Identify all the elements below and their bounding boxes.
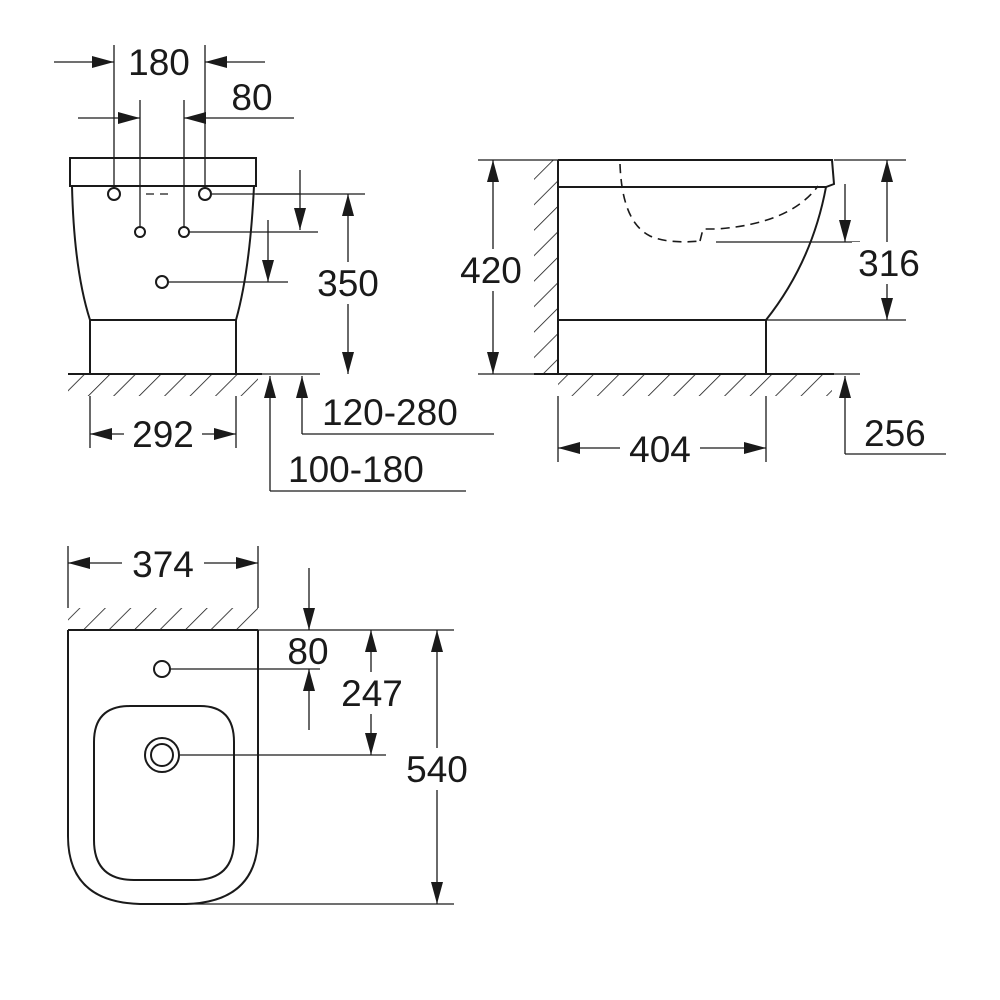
dim-420-label: 420 <box>460 250 522 291</box>
dimension-420: 420 <box>455 159 558 375</box>
dim-404-label: 404 <box>629 429 691 470</box>
dimension-256: 256 <box>834 373 946 455</box>
top-wall-hatching <box>68 608 258 631</box>
dim-247-label: 247 <box>341 673 403 714</box>
dim-80-top-label: 80 <box>287 631 328 672</box>
dimension-404: 404 <box>557 396 767 470</box>
floor-hatching <box>68 373 262 396</box>
dim-292-label: 292 <box>132 414 194 455</box>
side-floor-hatching <box>534 373 834 396</box>
dimension-80-top: 80 <box>170 568 454 730</box>
dim-256-label: 256 <box>864 413 926 454</box>
dim-350-label: 350 <box>317 263 379 304</box>
front-connection-points <box>107 187 212 289</box>
dim-374-label: 374 <box>132 544 194 585</box>
dimension-350: 350 <box>256 193 386 374</box>
dim-80-front-label: 80 <box>231 77 272 118</box>
bidet-top-outline <box>67 630 259 905</box>
dim-316-label: 316 <box>858 243 920 284</box>
dim-540-label: 540 <box>406 749 468 790</box>
dimension-80-front: 80 <box>78 77 294 228</box>
dimension-247: 247 <box>180 630 410 756</box>
dimension-316: 316 <box>716 159 928 321</box>
wall-hatching <box>534 160 559 374</box>
dim-100-180-label: 100-180 <box>288 449 424 490</box>
dim-120-280-label: 120-280 <box>322 392 458 433</box>
dimension-292: 292 <box>89 396 237 455</box>
dim-180-label: 180 <box>128 42 190 83</box>
top-view: 374 80 247 540 <box>67 544 476 905</box>
front-view: 180 80 350 <box>54 42 494 492</box>
bidet-side-outline <box>558 159 836 374</box>
bidet-front-outline <box>69 157 257 374</box>
dimension-540: 540 <box>186 630 476 905</box>
dimension-120-280: 120-280 <box>262 373 494 435</box>
side-view: 420 316 404 <box>455 159 946 470</box>
dimension-100-180: 100-180 <box>264 376 466 492</box>
dimension-374: 374 <box>67 544 259 608</box>
